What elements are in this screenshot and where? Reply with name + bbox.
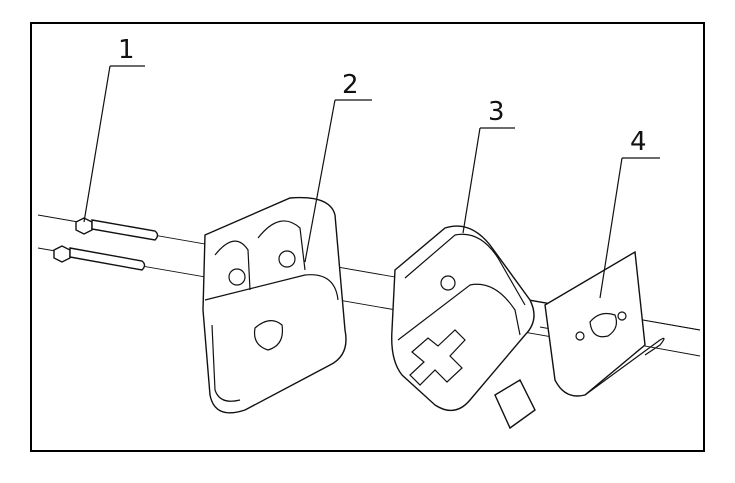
part-2-muffler-cover xyxy=(202,196,347,414)
part-1-bolts xyxy=(53,217,159,271)
callout-2: 2 xyxy=(342,70,359,100)
callout-1: 1 xyxy=(118,35,135,65)
callout-4: 4 xyxy=(630,127,647,157)
leader-lines xyxy=(83,65,660,299)
part-3-muffler-body xyxy=(391,225,536,430)
callout-3: 3 xyxy=(488,97,505,127)
part-4-bracket-plate xyxy=(544,250,665,397)
